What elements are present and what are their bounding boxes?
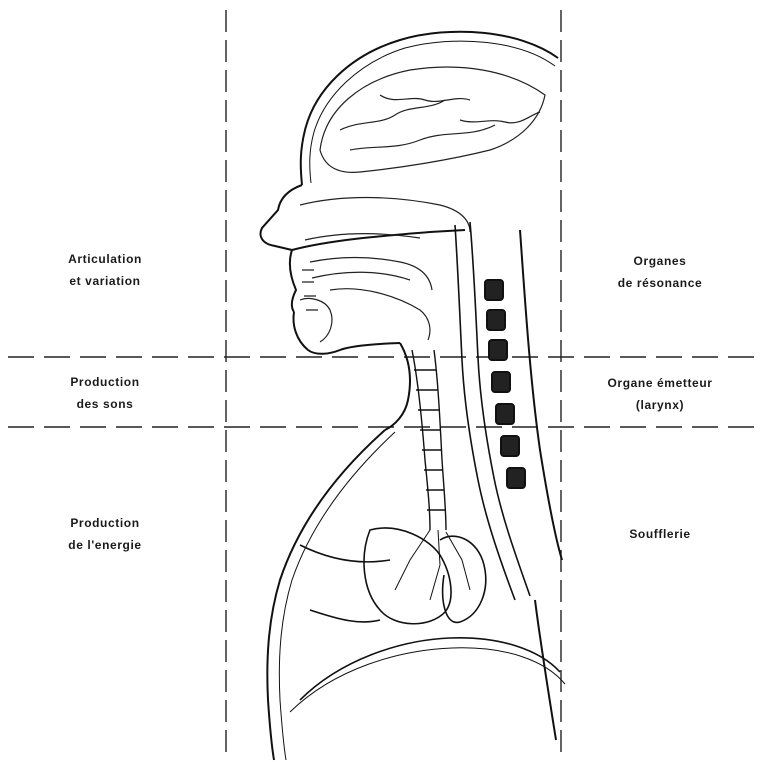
label-resonance-organs-line2: de résonance — [590, 272, 730, 294]
label-articulation-line2: et variation — [40, 270, 170, 292]
label-resonance-organs-line1: Organes — [590, 250, 730, 272]
diaphragm — [290, 545, 565, 712]
label-sound-production-line2: des sons — [40, 393, 170, 415]
label-bellows-line1: Soufflerie — [590, 523, 730, 545]
lungs — [364, 528, 486, 624]
label-emitter-organ: Organe émetteur (larynx) — [590, 372, 730, 416]
label-emitter-organ-line1: Organe émetteur — [590, 372, 730, 394]
label-resonance-organs: Organes de résonance — [590, 250, 730, 294]
head-outline — [261, 32, 558, 760]
label-energy-production-line2: de l'energie — [40, 534, 170, 556]
trachea — [412, 350, 446, 530]
oral-nasal-cavity — [300, 198, 470, 343]
brain — [320, 67, 545, 172]
label-energy-production-line1: Production — [40, 512, 170, 534]
label-articulation-line1: Articulation — [40, 248, 170, 270]
label-sound-production-line1: Production — [40, 371, 170, 393]
label-sound-production: Production des sons — [40, 371, 170, 415]
label-bellows: Soufflerie — [590, 523, 730, 545]
label-emitter-organ-line2: (larynx) — [590, 394, 730, 416]
label-articulation: Articulation et variation — [40, 248, 170, 292]
label-energy-production: Production de l'energie — [40, 512, 170, 556]
pharynx-and-spine — [455, 222, 562, 740]
